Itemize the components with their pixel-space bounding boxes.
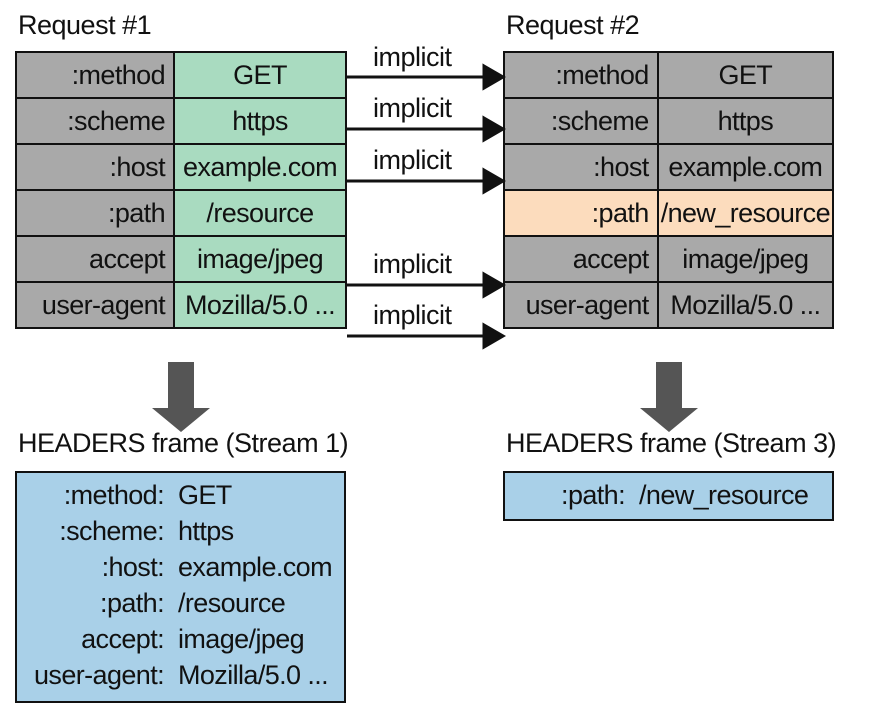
frame-row: user-agent: Mozilla/5.0 ... xyxy=(17,657,344,693)
header-key: accept xyxy=(503,235,659,283)
header-key: user-agent xyxy=(15,281,175,329)
frame-value: example.com xyxy=(178,552,333,582)
frame2-title: HEADERS frame (Stream 3) xyxy=(506,428,837,458)
frame-key: :path: xyxy=(100,588,165,618)
frame-key: user-agent: xyxy=(34,660,165,690)
table-row: :path /resource xyxy=(15,189,347,237)
header-value: Mozilla/5.0 ... xyxy=(656,281,835,329)
header-key: :scheme xyxy=(503,97,659,145)
frame-row: accept: image/jpeg xyxy=(17,621,344,657)
frame-value: image/jpeg xyxy=(178,624,305,654)
implicit-label: implicit xyxy=(373,42,452,72)
arrowhead-icon xyxy=(482,115,506,143)
header-key: :method xyxy=(15,51,175,99)
header-value: GET xyxy=(173,51,347,99)
frame-value: /resource xyxy=(178,588,286,618)
header-key: accept xyxy=(15,235,175,283)
headers-frame-stream-3: :path: /new_resource xyxy=(503,471,834,521)
header-value: GET xyxy=(656,51,835,99)
table-row: user-agent Mozilla/5.0 ... xyxy=(503,281,835,329)
header-value: image/jpeg xyxy=(173,235,347,283)
header-value: https xyxy=(173,97,347,145)
frame-row: :path: /resource xyxy=(17,585,344,621)
header-key: :path xyxy=(15,189,175,237)
implicit-label: implicit xyxy=(373,93,452,123)
header-key: :host xyxy=(15,143,175,191)
header-value: /new_resource xyxy=(656,189,835,237)
header-key: :host xyxy=(503,143,659,191)
header-value: https xyxy=(656,97,835,145)
frame-value: /new_resource xyxy=(639,480,809,510)
header-key: user-agent xyxy=(503,281,659,329)
down-arrow-icon xyxy=(640,362,698,432)
frame1-title: HEADERS frame (Stream 1) xyxy=(18,428,349,458)
frame-row: :method: GET xyxy=(17,477,344,513)
down-arrow-icon xyxy=(152,362,210,432)
table-row: :host example.com xyxy=(503,143,835,191)
frame-key: :host: xyxy=(101,552,165,582)
implicit-label: implicit xyxy=(373,145,452,175)
request1-table: :method GET :scheme https :host example.… xyxy=(15,51,347,329)
table-row: :method GET xyxy=(15,51,347,99)
frame-key: :method: xyxy=(63,480,165,510)
frame-row: :host: example.com xyxy=(17,549,344,585)
frame-value: GET xyxy=(178,480,232,510)
header-value: /resource xyxy=(173,189,347,237)
header-value: example.com xyxy=(173,143,347,191)
request2-title: Request #2 xyxy=(506,10,640,40)
implicit-label: implicit xyxy=(373,300,452,330)
table-row: :method GET xyxy=(503,51,835,99)
table-row: accept image/jpeg xyxy=(15,235,347,283)
header-key: :scheme xyxy=(15,97,175,145)
frame-key: :path: xyxy=(561,480,626,510)
request1-title: Request #1 xyxy=(18,10,152,40)
frame-key: accept: xyxy=(81,624,164,654)
table-row-changed: :path /new_resource xyxy=(503,189,835,237)
table-row: :scheme https xyxy=(503,97,835,145)
request2-table: :method GET :scheme https :host example.… xyxy=(503,51,835,329)
arrowhead-icon xyxy=(482,322,506,350)
frame-value: Mozilla/5.0 ... xyxy=(178,660,329,690)
header-key: :method xyxy=(503,51,659,99)
arrowhead-icon xyxy=(482,271,506,299)
frame-key: :scheme: xyxy=(59,516,164,546)
frame-row: :scheme: https xyxy=(17,513,344,549)
header-value: image/jpeg xyxy=(656,235,835,283)
frame-value: https xyxy=(178,516,234,546)
table-row: :host example.com xyxy=(15,143,347,191)
headers-frame-stream-1: :method: GET :scheme: https :host: example.… xyxy=(15,471,346,703)
arrowhead-icon xyxy=(482,167,506,195)
header-value: example.com xyxy=(656,143,835,191)
arrowhead-icon xyxy=(482,63,506,91)
header-value: Mozilla/5.0 ... xyxy=(173,281,347,329)
table-row: :scheme https xyxy=(15,97,347,145)
table-row: accept image/jpeg xyxy=(503,235,835,283)
header-key: :path xyxy=(503,189,659,237)
frame-row: :path: /new_resource xyxy=(505,477,832,513)
implicit-label: implicit xyxy=(373,249,452,279)
table-row: user-agent Mozilla/5.0 ... xyxy=(15,281,347,329)
